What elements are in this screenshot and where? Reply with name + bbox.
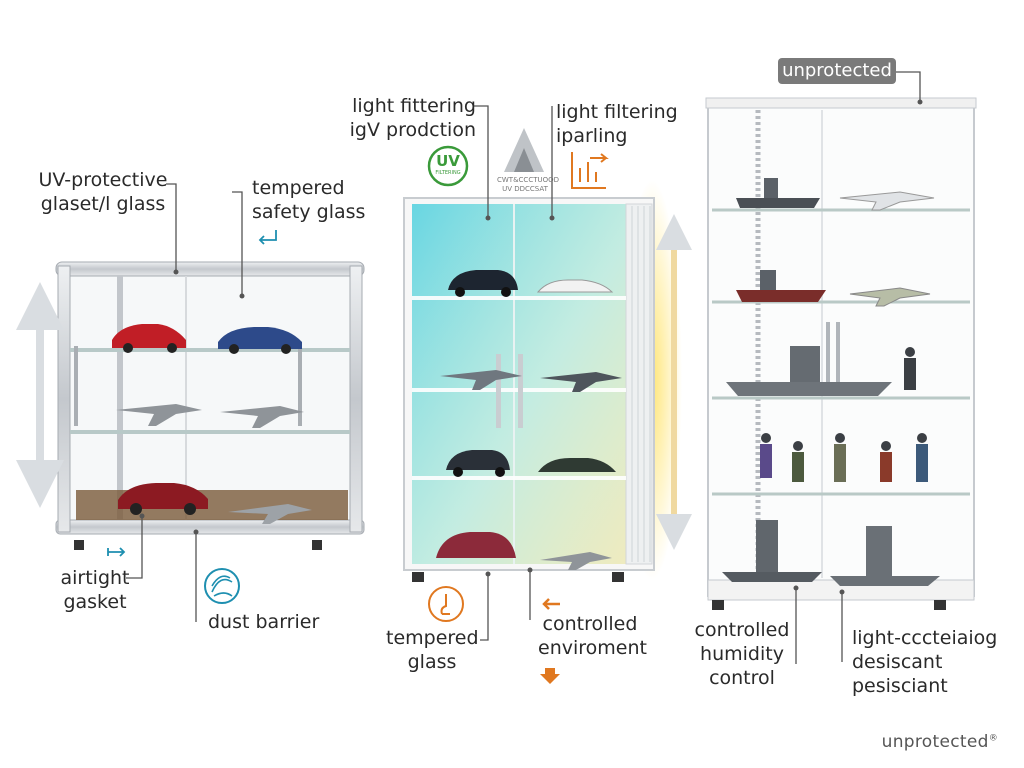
- arrow-right-icon: [107, 547, 126, 557]
- label-airtight-gasket: airtight gasket: [60, 567, 130, 613]
- uv-badge-icon: [427, 145, 469, 187]
- arrow-down-icon: [540, 668, 560, 684]
- label-tempered-glass: tempered glass: [386, 627, 479, 673]
- label-light-desiccant: light-cccteiaiog desiscant pesisciant: [852, 627, 998, 697]
- watermark: unprotected®: [881, 732, 998, 752]
- right-cabinet: [705, 97, 977, 610]
- thermo-icon: [428, 586, 464, 622]
- label-dust-barrier: dust barrier: [208, 611, 320, 633]
- uv-badge-sub: FILTERING: [435, 170, 461, 176]
- uv-badge-text: UV: [436, 152, 460, 170]
- label-uv-protective-glass: UV-protective glaset/l glass: [38, 169, 168, 215]
- dust-swirl-icon: [204, 568, 240, 604]
- label-light-filtering: light filtering iparling: [556, 101, 678, 147]
- label-controlled-enviroment: controlled enviroment: [538, 613, 647, 659]
- center-cabinet: [403, 180, 682, 582]
- arrow-left-icon: [542, 598, 560, 610]
- light-chart-icon: [571, 152, 609, 189]
- label-light-fittering: light fittering igV prodction: [349, 95, 476, 141]
- emblem-icon: [504, 128, 544, 172]
- leader-lines: [126, 71, 921, 664]
- left-cabinet: [55, 261, 365, 550]
- arrow-return-icon: [258, 230, 277, 245]
- label-tempered-safety-glass: tempered safety glass: [252, 177, 366, 223]
- emblem-caption: CWT&CCCTUOOD UV DDCCSAT: [497, 176, 560, 193]
- unprotected-tag: unprotected: [778, 58, 896, 84]
- label-controlled-humidity-control: controlled humidity control: [694, 619, 790, 689]
